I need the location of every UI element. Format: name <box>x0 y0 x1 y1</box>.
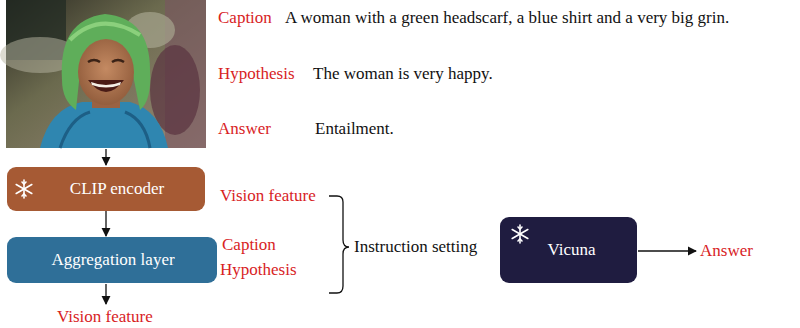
output-label: Answer <box>700 241 753 261</box>
input-label: Caption <box>222 235 276 255</box>
hypothesis-text: The woman is very happy. <box>313 64 493 84</box>
field-name: Caption <box>218 8 272 28</box>
answer-text: Entailment. <box>315 119 394 139</box>
output-label: Vision feature <box>57 307 153 327</box>
frozen-icon <box>13 178 35 200</box>
box-text: CLIP encoder <box>70 179 164 199</box>
field-name: Hypothesis <box>218 64 295 84</box>
field-name: Answer <box>218 119 271 139</box>
frozen-icon <box>509 223 531 245</box>
box-text: Vicuna <box>547 240 595 260</box>
caption-text: A woman with a green headscarf, a blue s… <box>285 8 729 28</box>
box-text: Aggregation layer <box>51 250 174 270</box>
input-label: Hypothesis <box>220 260 297 280</box>
encoder-box: CLIP encoder <box>7 167 205 211</box>
aggregation-box: Aggregation layer <box>7 237 217 283</box>
flow-arrow <box>105 211 106 236</box>
bracket-label: Instruction setting <box>354 237 477 257</box>
flow-arrow <box>638 250 696 251</box>
input-label: Vision feature <box>220 186 316 206</box>
flow-arrow <box>105 284 106 304</box>
flow-arrow <box>105 149 106 165</box>
curly-bracket <box>329 196 349 293</box>
